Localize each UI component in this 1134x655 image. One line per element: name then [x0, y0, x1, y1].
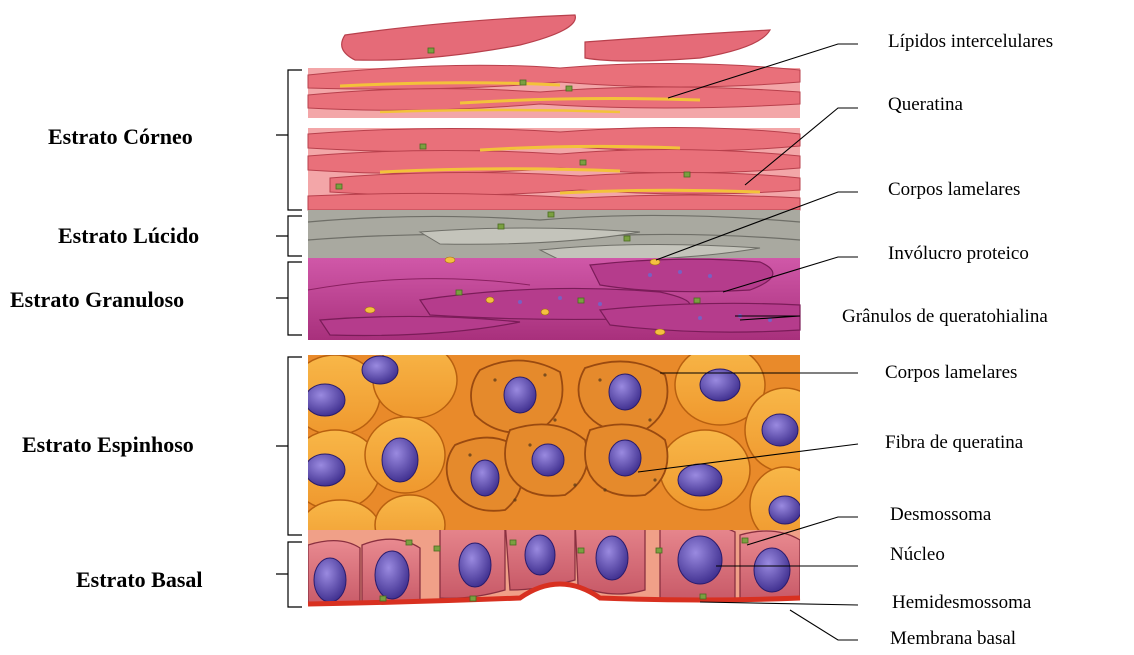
corneum-top-flakes — [342, 15, 770, 61]
corneum-block-upper — [308, 63, 800, 118]
part-label-queratina: Queratina — [888, 94, 963, 116]
granulosum-layer — [308, 257, 800, 340]
part-label-corpos-lamelares-1: Corpos lamelares — [888, 179, 1020, 201]
layer-label-lucido: Estrato Lúcido — [58, 223, 199, 249]
part-label-membrana: Membrana basal — [890, 628, 1016, 650]
corneum-block-lower — [308, 127, 800, 210]
part-label-desmossoma: Desmossoma — [890, 504, 991, 526]
spinosum-layer — [290, 342, 825, 560]
layer-label-espinhoso: Estrato Espinhoso — [22, 432, 194, 458]
layer-label-basal: Estrato Basal — [76, 567, 203, 593]
layer-label-corneo: Estrato Córneo — [48, 124, 193, 150]
layer-label-granuloso: Estrato Granuloso — [10, 287, 184, 313]
part-label-fibra: Fibra de queratina — [885, 432, 1023, 454]
layer-brackets — [276, 70, 302, 607]
part-label-lipidos: Lípidos intercelulares — [888, 31, 1053, 53]
part-label-nucleo: Núcleo — [890, 544, 945, 566]
part-label-involucro: Invólucro proteico — [888, 243, 1029, 265]
part-label-hemidesmossoma: Hemidesmossoma — [892, 592, 1031, 614]
part-label-corpos-lamelares-2: Corpos lamelares — [885, 362, 1017, 384]
lucidum-layer — [308, 210, 800, 262]
part-label-granulos: Grânulos de queratohialina — [842, 306, 1048, 328]
